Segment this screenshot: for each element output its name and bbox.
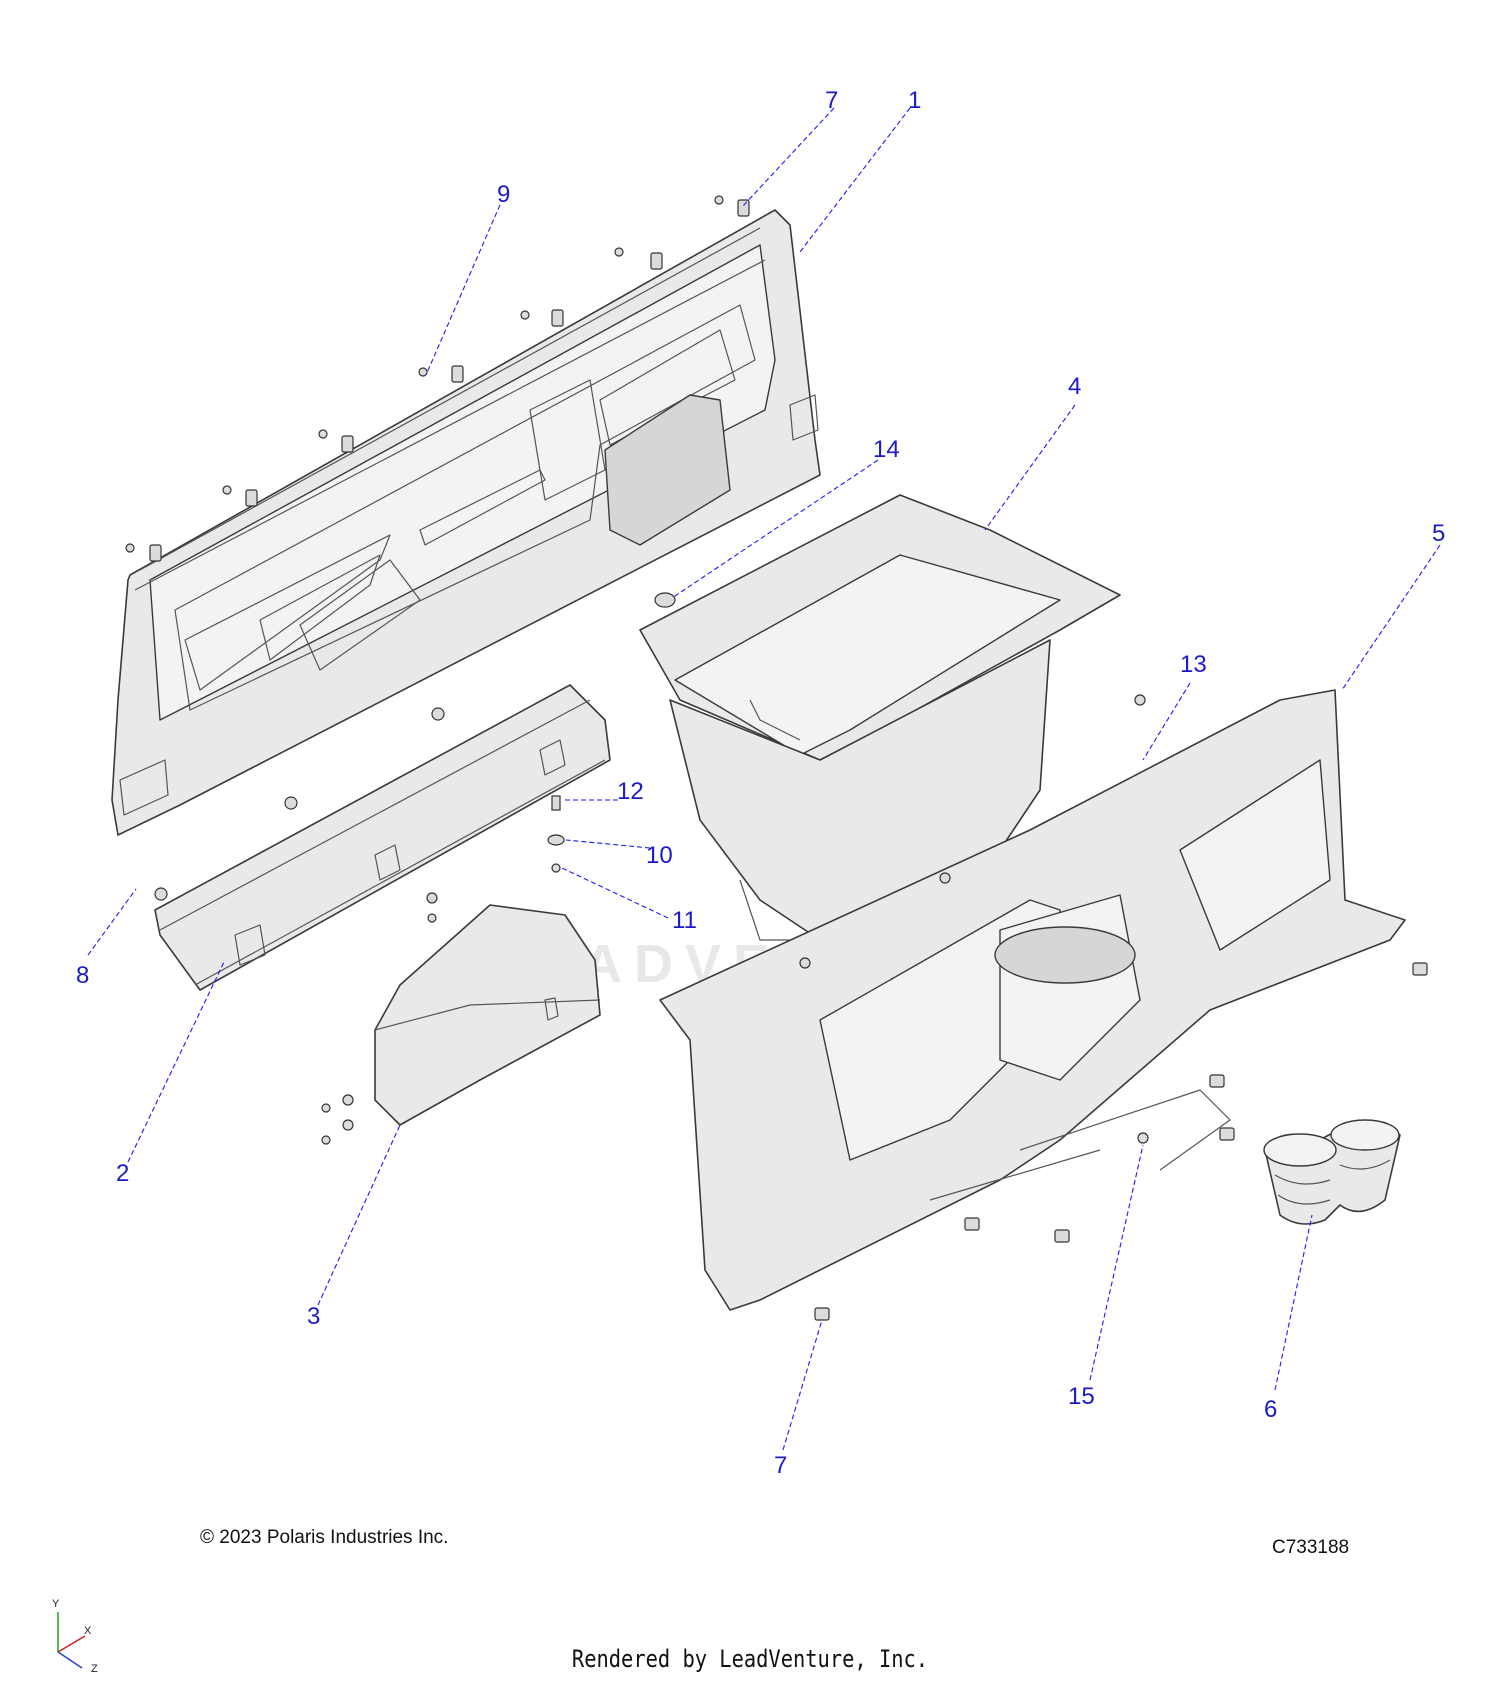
callout-10: 10 — [646, 842, 673, 869]
callout-2: 2 — [116, 1160, 129, 1187]
axis-triad: Y X Z — [52, 1598, 98, 1675]
trim-strip-part-2 — [154, 684, 611, 991]
axis-z-label: Z — [91, 1663, 98, 1675]
callout-1: 1 — [908, 87, 921, 114]
callout-14: 14 — [873, 436, 900, 463]
callout-7-top: 7 — [825, 87, 838, 114]
console-part-5 — [659, 689, 1406, 1311]
cup-holder-part-6 — [1263, 1119, 1401, 1225]
callout-9: 9 — [497, 181, 510, 208]
leader-lines — [87, 107, 1441, 1451]
rendered-by-footer: Rendered by LeadVenture, Inc. — [571, 1645, 929, 1673]
callout-4: 4 — [1068, 373, 1081, 400]
callout-7-bottom: 7 — [774, 1452, 787, 1479]
callout-12: 12 — [617, 778, 644, 805]
callout-labels: 7 1 9 4 14 5 13 12 10 11 8 2 3 15 6 7 — [76, 87, 1445, 1479]
callout-8: 8 — [76, 962, 89, 989]
panel-fasteners — [125, 195, 750, 562]
copyright-notice: © 2023 Polaris Industries Inc. — [200, 1527, 449, 1548]
axis-y-label: Y — [52, 1598, 60, 1610]
rear-panel-part-1 — [111, 209, 821, 836]
callout-3: 3 — [307, 1303, 320, 1330]
callout-5: 5 — [1432, 520, 1445, 547]
callout-15: 15 — [1068, 1383, 1095, 1410]
axis-x-label: X — [84, 1625, 92, 1637]
floor-clips — [814, 962, 1428, 1321]
diagram-part-number: C733188 — [1272, 1537, 1350, 1558]
callout-11: 11 — [672, 907, 697, 934]
callout-13: 13 — [1180, 651, 1207, 678]
callout-6: 6 — [1264, 1396, 1277, 1423]
small-hardware — [547, 795, 565, 873]
cover-part-3 — [321, 904, 601, 1145]
plug-part-14 — [654, 592, 676, 608]
